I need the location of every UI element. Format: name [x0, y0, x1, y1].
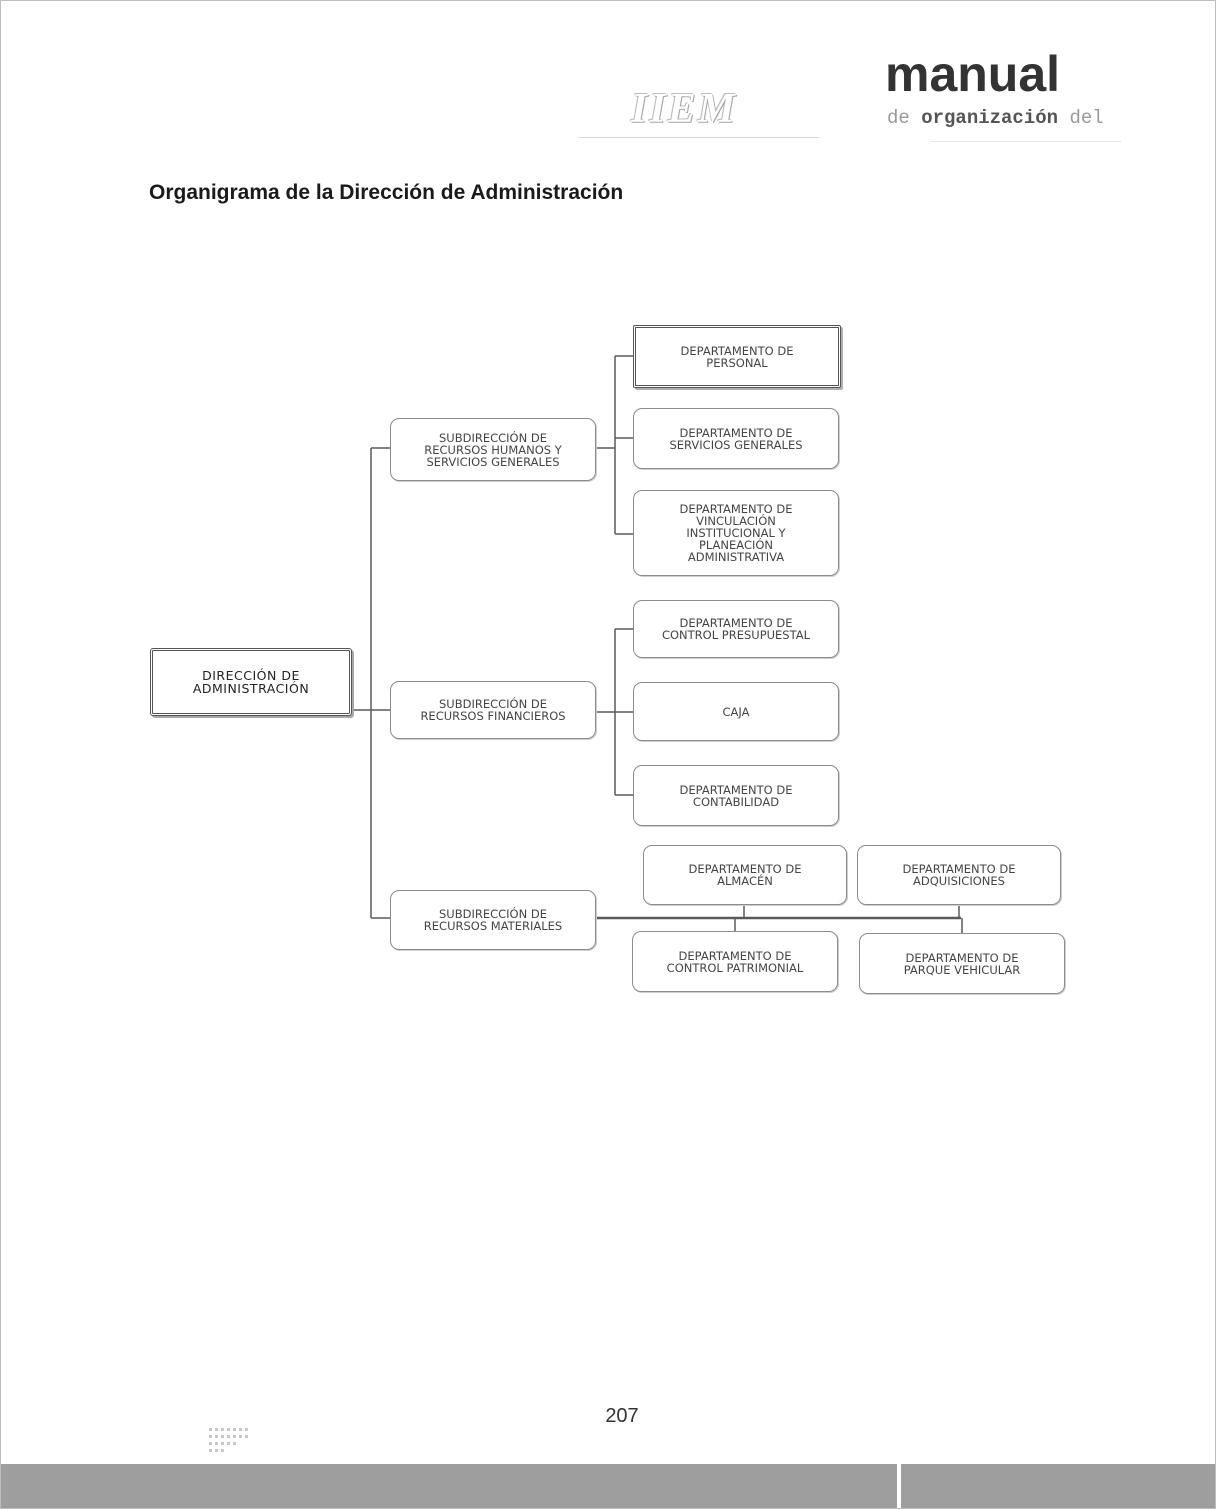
node-line: PLANEACIÓN — [698, 538, 774, 552]
node-line: DEPARTAMENTO DE — [905, 950, 1019, 965]
node-line: DEPARTAMENTO DE — [680, 343, 794, 358]
node-line: DEPARTAMENTO DE — [679, 425, 793, 440]
node-line: CONTROL PATRIMONIAL — [666, 960, 804, 975]
brand-sub-org: organización — [921, 107, 1059, 129]
node-line: RECURSOS HUMANOS Y — [424, 442, 562, 457]
node-line: CAJA — [722, 704, 750, 719]
node-line: SERVICIOS GENERALES — [426, 454, 560, 469]
node-line: VINCULACIÓN — [696, 514, 776, 528]
brand-divider — [931, 141, 1121, 142]
node-line: DEPARTAMENTO DE — [902, 862, 1016, 876]
node-line: PARQUE VEHICULAR — [903, 962, 1021, 977]
node-line: PERSONAL — [706, 355, 768, 370]
manual-brand-title: manual — [885, 46, 1061, 102]
institution-logo-underline — [579, 137, 819, 138]
institution-logo: IIEM — [579, 79, 829, 151]
institution-logo-text: IIEM — [631, 86, 738, 132]
node-line: SUBDIRECCIÓN DE — [438, 907, 547, 921]
footer-band-gap — [897, 1464, 901, 1508]
manual-brand-subtitle: de organización del — [887, 107, 1104, 129]
node-line: ADMINISTRATIVA — [687, 550, 785, 564]
node-line: DEPARTAMENTO DE — [688, 862, 802, 876]
node-line: DEPARTAMENTO DE — [679, 502, 793, 516]
node-line: ADMINISTRACIÓN — [192, 681, 310, 696]
page-number: 207 — [605, 1405, 639, 1427]
node-line: ALMACÉN — [717, 874, 773, 888]
node-line: DEPARTAMENTO DE — [679, 616, 793, 630]
node-line: RECURSOS FINANCIEROS — [420, 709, 566, 723]
node-line: DEPARTAMENTO DE — [678, 948, 792, 963]
node-line: SUBDIRECCIÓN DE — [439, 430, 547, 445]
page-title: Organigrama de la Dirección de Administr… — [149, 181, 624, 204]
node-line: CONTROL PRESUPUESTAL — [661, 628, 811, 642]
brand-sub-de: de — [887, 107, 910, 129]
node-line: SERVICIOS GENERALES — [669, 437, 803, 452]
org-node-caja: CAJA — [633, 682, 839, 741]
brand-sub-del: del — [1069, 107, 1104, 129]
node-line: RECURSOS MATERIALES — [423, 919, 563, 933]
node-line: ADQUISICIONES — [913, 874, 1005, 888]
node-line: CONTABILIDAD — [692, 794, 780, 809]
node-line: DIRECCIÓN DE — [202, 668, 300, 683]
dot-grid-decoration — [209, 1428, 248, 1452]
node-line: DEPARTAMENTO DE — [679, 782, 793, 797]
node-line: SUBDIRECCIÓN DE — [438, 697, 547, 711]
node-line: INSTITUCIONAL Y — [686, 526, 786, 540]
footer-band — [1, 1464, 1215, 1508]
